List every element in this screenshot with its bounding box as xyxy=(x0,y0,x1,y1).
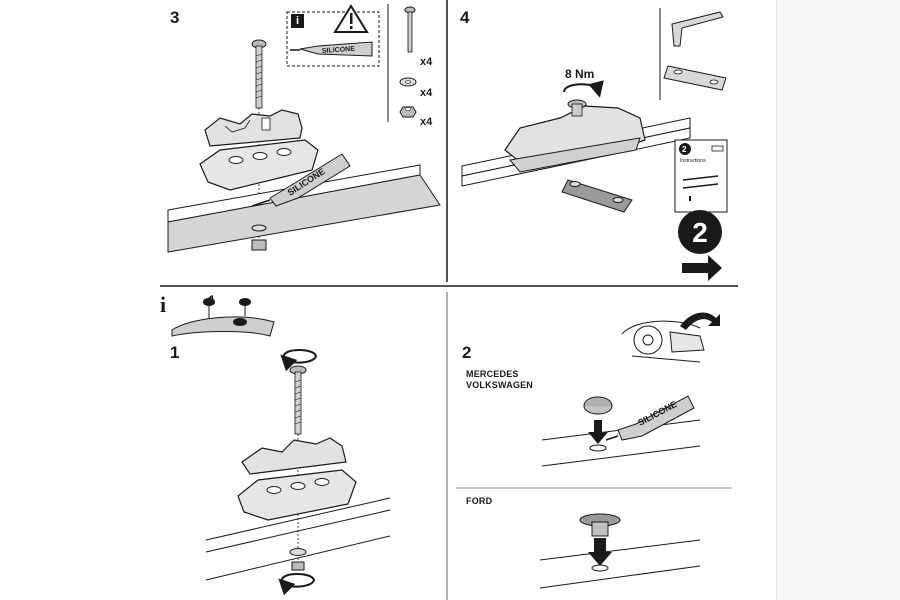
clamp-plate-icon xyxy=(663,65,727,91)
next-arrow-icon xyxy=(682,255,722,281)
bolt-quantity: x4 xyxy=(420,56,433,68)
step-number-1: 1 xyxy=(170,343,180,362)
step3-diagram xyxy=(167,4,441,253)
step-number-4: 4 xyxy=(460,8,470,27)
silicone-tip-box xyxy=(286,11,380,67)
plug-cap-ford xyxy=(579,513,621,537)
info-badge: i xyxy=(291,14,304,28)
insert-arrow-mercedes xyxy=(588,420,608,444)
silicone-tube xyxy=(251,153,351,207)
step-number-2: 2 xyxy=(462,343,472,362)
nut-part-icon xyxy=(399,106,417,118)
roof-profile-info xyxy=(171,294,275,337)
page-margin-strip xyxy=(776,0,900,600)
brand-label-volkswagen: VOLKSWAGEN xyxy=(466,380,534,390)
washer-part-icon xyxy=(399,77,417,87)
car-interior-icon xyxy=(621,320,705,363)
bolt-part-icon xyxy=(404,6,416,53)
step4-diagram xyxy=(461,8,728,281)
step1-nut xyxy=(291,561,305,571)
mounting-bolt xyxy=(251,39,267,109)
step1-washer xyxy=(289,548,307,556)
roof-info-icon: i xyxy=(160,292,167,317)
silicone-tube-small xyxy=(290,41,373,57)
loosen-rotation-arrow-top xyxy=(280,349,318,372)
step1-diagram xyxy=(205,349,391,596)
foot-clamp-upper xyxy=(204,109,303,147)
roof-slot-ford xyxy=(539,539,701,589)
mini-instruction-card xyxy=(674,139,728,213)
mini-card-step-number: 2 xyxy=(682,145,687,154)
roof-slot-mercedes xyxy=(541,419,701,467)
step-number-3: 3 xyxy=(170,8,180,27)
nut-quantity: x4 xyxy=(420,116,433,128)
next-step-circle xyxy=(678,210,722,254)
mini-card-text: Instructions xyxy=(680,158,706,164)
allen-key-icon xyxy=(671,11,724,47)
under-nut xyxy=(251,239,267,251)
step1-roof xyxy=(205,497,391,581)
under-washer xyxy=(251,224,267,232)
brand-label-ford: FORD xyxy=(466,496,493,506)
foot-assembled xyxy=(504,99,646,173)
washer-quantity: x4 xyxy=(420,87,433,99)
loosen-rotation-arrow-bottom xyxy=(278,573,316,596)
tighten-rotation-arrow xyxy=(563,80,604,98)
plug-cap-mercedes xyxy=(583,396,613,415)
open-door-arrow xyxy=(680,312,720,330)
step1-foot-upper xyxy=(241,437,347,475)
under-plate xyxy=(561,179,633,213)
foot-pad xyxy=(199,139,319,191)
brand-label-mercedes: MERCEDES xyxy=(466,369,519,379)
next-step-number: 2 xyxy=(692,217,708,248)
step2-diagram xyxy=(539,312,720,589)
panel-dividers xyxy=(160,0,738,600)
step2-silicone-tube xyxy=(605,395,695,441)
step1-foot-pad xyxy=(237,469,357,521)
torque-value: 8 Nm xyxy=(565,67,595,81)
step1-bolt xyxy=(289,365,307,435)
box-tube-label: SILICONE xyxy=(322,46,356,55)
